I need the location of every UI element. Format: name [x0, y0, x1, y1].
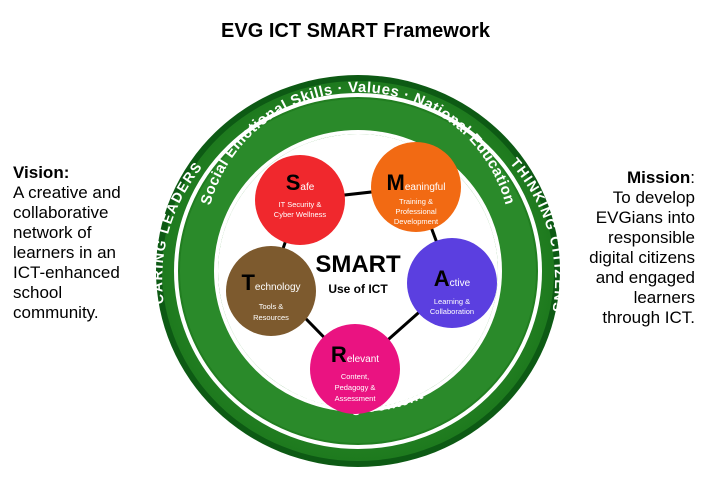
node-technology-desc-1: Tools & [259, 302, 284, 311]
center-subtitle: Use of ICT [328, 282, 388, 296]
node-meaningful-circle [371, 142, 461, 232]
node-technology: Technology Tools & Resources [226, 246, 316, 336]
node-safe-desc-2: Cyber Wellness [274, 210, 327, 219]
node-relevant-desc-3: Assessment [335, 394, 377, 403]
node-meaningful: Meaningful Training & Professional Devel… [371, 142, 461, 232]
node-safe-circle [255, 155, 345, 245]
node-safe-desc-1: IT Security & [279, 200, 322, 209]
mission-heading-line: Mission: [573, 168, 695, 188]
node-relevant-circle [310, 324, 400, 414]
node-safe: Safe IT Security & Cyber Wellness [255, 155, 345, 245]
node-meaningful-desc-1: Training & [399, 197, 433, 206]
node-relevant-title: Relevant [331, 342, 379, 367]
node-active-title: Active [434, 266, 471, 291]
vision-text: A creative and collaborative network of … [13, 183, 121, 322]
node-meaningful-title: Meaningful [387, 170, 446, 195]
node-active-desc-1: Learning & [434, 297, 470, 306]
node-relevant-desc-1: Content, [341, 372, 369, 381]
node-safe-title: Safe [286, 170, 315, 195]
vision-heading: Vision: [13, 163, 70, 182]
mission-heading: Mission [626, 168, 691, 187]
node-active: Active Learning & Collaboration [407, 238, 497, 328]
node-technology-circle [226, 246, 316, 336]
node-active-desc-2: Collaboration [430, 307, 474, 316]
center-title: SMART [315, 251, 401, 278]
node-active-circle [407, 238, 497, 328]
diagram-title: EVG ICT SMART Framework [221, 20, 490, 42]
outer-ring-line [174, 93, 542, 449]
node-relevant-desc-2: Pedagogy & [335, 383, 376, 392]
node-relevant: Relevant Content, Pedagogy & Assessment [310, 324, 400, 414]
node-technology-desc-2: Resources [253, 313, 289, 322]
node-meaningful-desc-2: Professional [395, 207, 437, 216]
node-technology-title: Technology [241, 270, 300, 295]
mission-colon: : [690, 168, 695, 187]
node-meaningful-desc-3: Development [394, 217, 439, 226]
mission-block: Mission: To develop EVGians into respons… [573, 168, 695, 328]
mission-text: To develop EVGians into responsible digi… [589, 188, 695, 327]
vision-block: Vision: A creative and collaborative net… [13, 163, 135, 323]
